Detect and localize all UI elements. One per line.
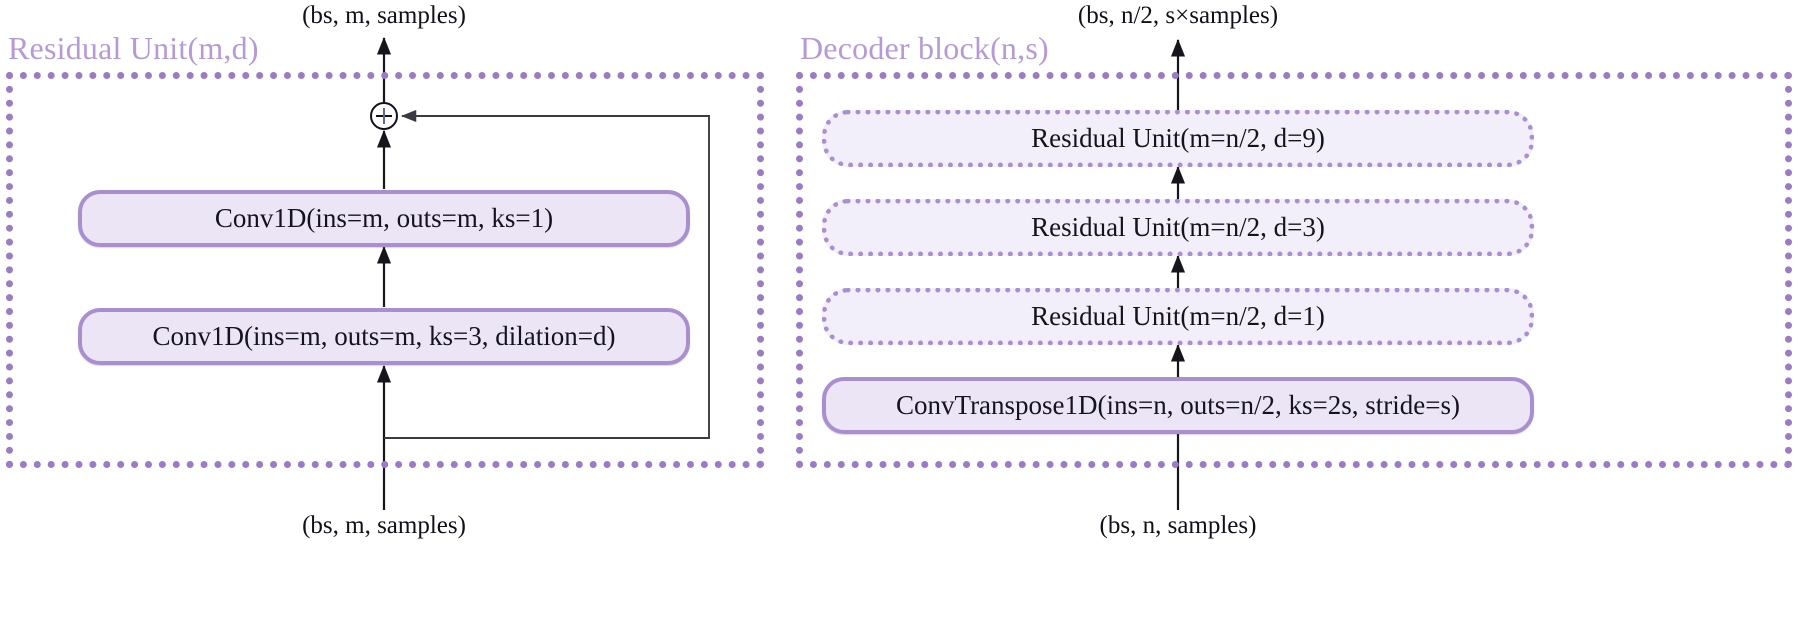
decoder-block-input-shape: (bs, n, samples) — [1099, 512, 1257, 539]
addition-node — [370, 102, 398, 130]
residual-unit-input-shape: (bs, m, samples) — [302, 512, 466, 539]
residual-unit-d9-box[interactable]: Residual Unit(m=n/2, d=9) — [822, 110, 1534, 167]
decoder-block-panel — [796, 72, 1792, 468]
decoder-block-title: Decoder block(n,s) — [800, 30, 1049, 66]
residual-unit-title: Residual Unit(m,d) — [8, 30, 259, 66]
decoder-block-output-shape: (bs, n/2, s×samples) — [1077, 2, 1279, 29]
residual-unit-panel — [6, 72, 764, 468]
residual-unit-d1-box[interactable]: Residual Unit(m=n/2, d=1) — [822, 288, 1534, 345]
conv1d-ks3-box[interactable]: Conv1D(ins=m, outs=m, ks=3, dilation=d) — [78, 308, 690, 365]
residual-unit-output-shape: (bs, m, samples) — [302, 2, 466, 29]
conv1d-ks1-box[interactable]: Conv1D(ins=m, outs=m, ks=1) — [78, 190, 690, 247]
convtranspose1d-box[interactable]: ConvTranspose1D(ins=n, outs=n/2, ks=2s, … — [822, 377, 1534, 434]
residual-unit-d3-box[interactable]: Residual Unit(m=n/2, d=3) — [822, 199, 1534, 256]
plus-vertical-bar — [383, 108, 385, 124]
